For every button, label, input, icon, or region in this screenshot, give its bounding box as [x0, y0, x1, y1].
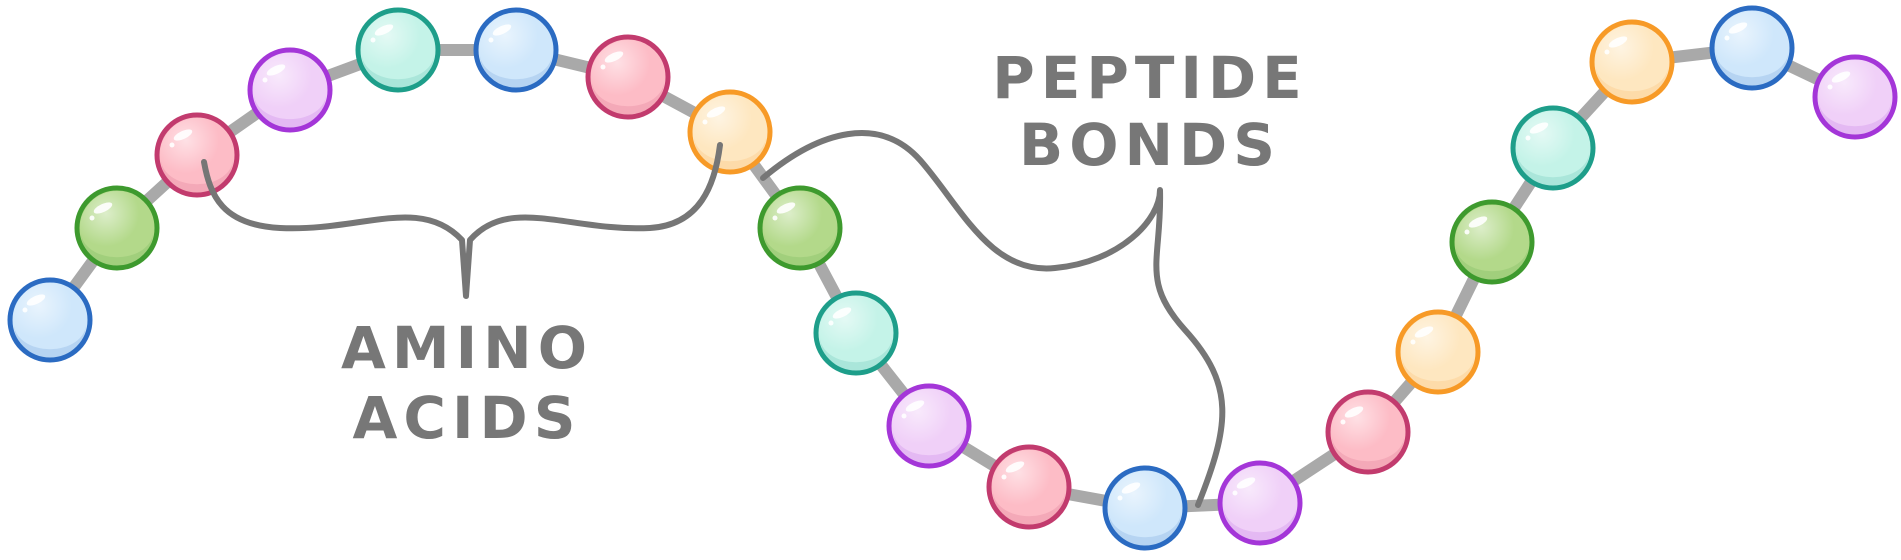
amino-label-line2: ACIDS	[353, 384, 582, 452]
bead-highlight-dot	[1001, 474, 1007, 480]
bead-highlight-dot	[1724, 35, 1730, 41]
amino-acid-bead-purple	[1217, 460, 1303, 546]
bead-highlight-dot	[89, 215, 95, 221]
amino-label-line1: AMINO	[341, 314, 593, 382]
bead-highlight-dot	[1525, 135, 1531, 141]
bead-gloss	[1595, 25, 1669, 99]
bead-highlight	[1414, 326, 1434, 338]
bead-gloss	[763, 191, 837, 265]
bead-highlight-dot	[1827, 84, 1833, 90]
peptide-label-line2: BONDS	[1019, 111, 1281, 179]
bead-highlight	[832, 307, 852, 319]
amino-acid-bead-purple	[1812, 54, 1898, 140]
bead-highlight	[1468, 216, 1488, 228]
bead-gloss	[80, 191, 154, 265]
bead-highlight-dot	[772, 215, 778, 221]
bead-highlight	[905, 400, 925, 412]
amino-acid-bead-purple	[886, 383, 972, 469]
bead-highlight-dot	[370, 37, 376, 43]
bead-highlight-dot	[901, 413, 907, 419]
bead-highlight-dot	[600, 64, 606, 70]
amino-acid-bead-orange	[1395, 309, 1481, 395]
bead-highlight	[1608, 36, 1628, 48]
bead-highlight-dot	[1117, 495, 1123, 501]
bead-highlight	[1344, 406, 1364, 418]
bead-gloss	[361, 13, 435, 87]
bead-highlight	[374, 24, 394, 36]
bead-highlight	[492, 24, 512, 36]
bead-gloss	[13, 283, 87, 357]
bead-highlight	[706, 106, 726, 118]
amino-acid-bead-teal	[813, 290, 899, 376]
bead-highlight	[1236, 477, 1256, 489]
bead-highlight-dot	[702, 119, 708, 125]
amino-acid-bead-teal	[355, 7, 441, 93]
bead-highlight-dot	[1232, 490, 1238, 496]
bead-highlight	[26, 294, 46, 306]
bead-highlight	[266, 64, 286, 76]
bead-gloss	[892, 389, 966, 463]
bead-highlight-dot	[262, 77, 268, 83]
amino-acid-bead-pink	[1325, 389, 1411, 475]
bead-highlight-dot	[1340, 419, 1346, 425]
amino-acid-bead-purple	[247, 47, 333, 133]
bead-gloss	[160, 118, 234, 192]
amino-acid-bead-green	[1449, 199, 1535, 285]
peptide-bonds-connector	[760, 130, 1226, 508]
amino-acid-bead-blue	[7, 277, 93, 363]
bead-gloss	[479, 13, 553, 87]
amino-acid-beads	[7, 5, 1898, 551]
amino-acid-bead-green	[74, 185, 160, 271]
amino-acid-bead-pink	[154, 112, 240, 198]
bead-highlight-dot	[828, 320, 834, 326]
bead-highlight-dot	[1410, 339, 1416, 345]
bead-highlight	[1529, 122, 1549, 134]
bead-highlight	[93, 202, 113, 214]
amino-acid-bead-green	[757, 185, 843, 271]
amino-acid-bead-blue	[473, 7, 559, 93]
bead-highlight-dot	[22, 307, 28, 313]
bead-gloss	[1331, 395, 1405, 469]
bead-highlight	[776, 202, 796, 214]
bead-gloss	[253, 53, 327, 127]
bead-gloss	[1455, 205, 1529, 279]
amino-acid-bead-pink	[986, 444, 1072, 530]
amino-acids-bracket	[201, 142, 723, 299]
bead-highlight	[173, 129, 193, 141]
amino-acid-bead-orange	[1589, 19, 1675, 105]
peptide-label-line1: PEPTIDE	[992, 44, 1308, 112]
bead-gloss	[1516, 111, 1590, 185]
amino-acid-bead-blue	[1102, 465, 1188, 551]
amino-acid-bead-teal	[1510, 105, 1596, 191]
bead-gloss	[992, 450, 1066, 524]
bead-highlight-dot	[1604, 49, 1610, 55]
bead-gloss	[693, 95, 767, 169]
bead-highlight	[1728, 22, 1748, 34]
bead-gloss	[1223, 466, 1297, 540]
bead-highlight-dot	[488, 37, 494, 43]
bead-gloss	[1818, 60, 1892, 134]
bead-gloss	[819, 296, 893, 370]
bead-gloss	[1401, 315, 1475, 389]
amino-acid-bead-orange	[687, 89, 773, 175]
bead-gloss	[1108, 471, 1182, 545]
bead-gloss	[1715, 11, 1789, 85]
bead-highlight	[604, 51, 624, 63]
bead-highlight-dot	[1464, 229, 1470, 235]
amino-acid-bead-pink	[585, 34, 671, 120]
bead-highlight	[1121, 482, 1141, 494]
amino-acid-bead-blue	[1709, 5, 1795, 91]
bead-highlight-dot	[169, 142, 175, 148]
bead-highlight	[1005, 461, 1025, 473]
bead-highlight	[1831, 71, 1851, 83]
bead-gloss	[591, 40, 665, 114]
